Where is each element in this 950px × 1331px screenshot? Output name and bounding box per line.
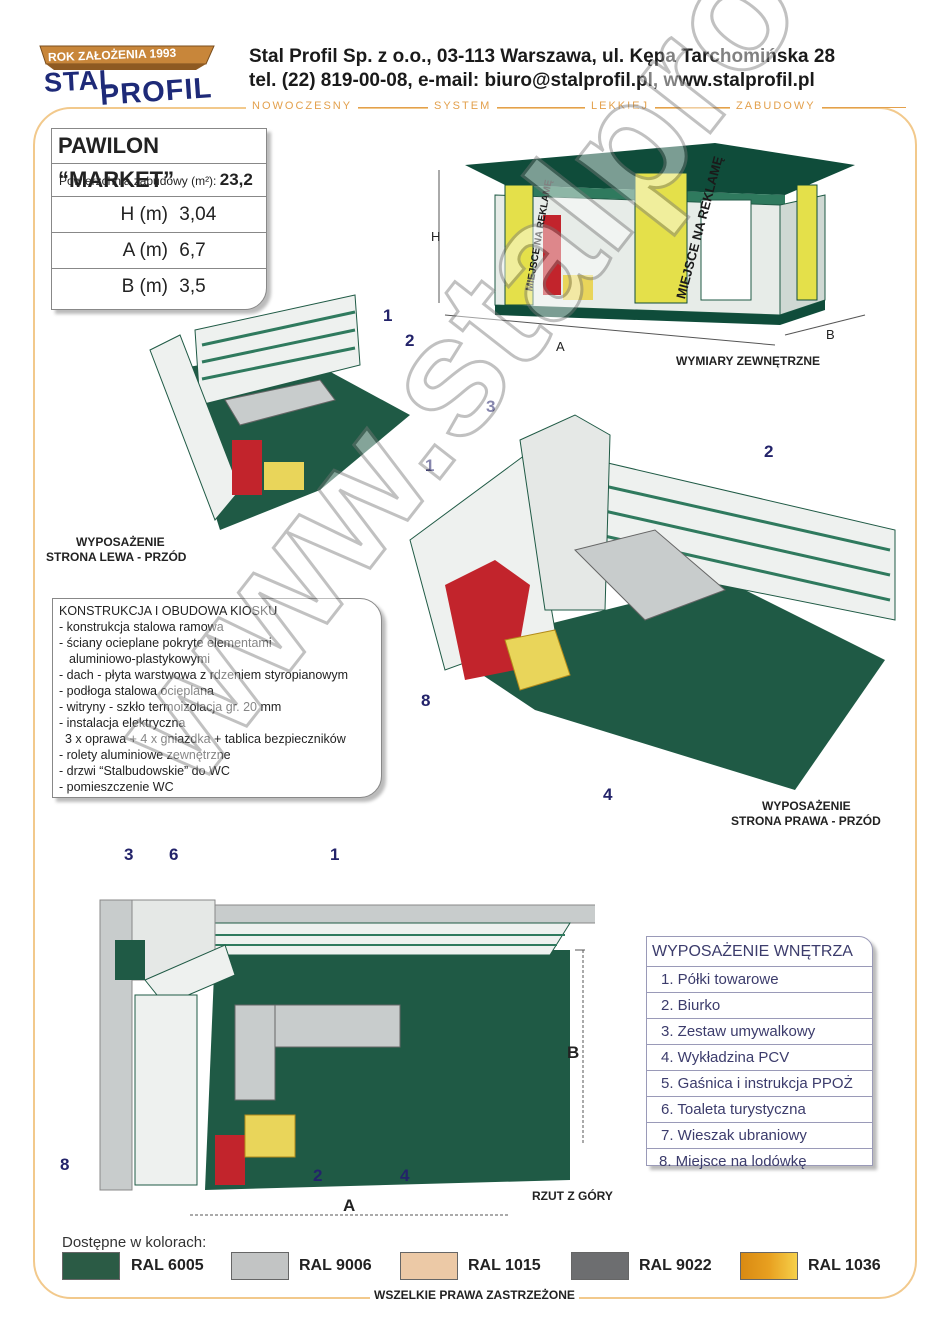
callout-number: 8 <box>421 691 431 710</box>
spec-label: A (m) <box>122 240 168 261</box>
callout-number: 1 <box>383 306 393 325</box>
right-view-caption-1: WYPOSAŻENIE <box>762 799 851 813</box>
dim-a-label: A <box>556 339 565 354</box>
equipment-item: 8. Miejsce na lodówkę <box>659 1153 807 1170</box>
callout-number: 6 <box>169 845 179 864</box>
spec-title: PAWILON “MARKET” <box>52 129 266 192</box>
construction-item: - rolety aluminiowe zewnętrzne <box>59 748 231 762</box>
equipment-item: 4. Wykładzina PCV <box>647 1045 872 1071</box>
plan-dim-a: A <box>343 1196 356 1215</box>
color-swatch <box>62 1252 120 1280</box>
color-swatch-label: RAL 6005 <box>131 1257 204 1274</box>
equipment-item: 7. Wieszak ubraniowy <box>647 1123 872 1149</box>
copyright-footer: WSZELKIE PRAWA ZASTRZEŻONE <box>370 1288 579 1302</box>
spec-area-label: Powierzchnia zabudowy (m²): <box>59 174 217 188</box>
tagline-word-1: NOWOCZESNY <box>246 100 359 112</box>
spec-row-b: B (m) 3,5 <box>52 269 266 304</box>
company-address: Stal Profil Sp. z o.o., 03-113 Warszawa,… <box>249 46 836 67</box>
equipment-title: WYPOSAŻENIE WNĘTRZA <box>647 937 872 967</box>
callout-number: 2 <box>764 442 774 461</box>
left-interior-illustration <box>149 294 410 530</box>
right-interior-illustration <box>409 414 896 790</box>
callout-number: 2 <box>313 1166 323 1185</box>
tagline-word-3: LEKKIEJ <box>585 100 656 112</box>
color-swatch-label: RAL 9006 <box>299 1257 372 1274</box>
spec-value: 6,7 <box>179 240 206 261</box>
equipment-item: 1. Półki towarowe <box>647 967 872 993</box>
callout-number: 1 <box>425 456 435 475</box>
construction-item: - dach - płyta warstwowa z rdzeniem styr… <box>59 668 348 682</box>
spec-row-a: A (m) 6,7 <box>52 233 266 269</box>
dim-h-label: H <box>431 229 441 244</box>
spec-label: B (m) <box>121 276 168 297</box>
color-swatch <box>231 1252 289 1280</box>
callout-number: 1 <box>330 845 340 864</box>
plan-view-illustration <box>99 899 595 1216</box>
equipment-item: 2. Biurko <box>647 993 872 1019</box>
spec-table: PAWILON “MARKET” Powierzchnia zabudowy (… <box>51 128 267 310</box>
callout-number: 2 <box>405 331 415 350</box>
color-swatch-label: RAL 1015 <box>468 1257 541 1274</box>
left-view-caption-2: STRONA LEWA - PRZÓD <box>46 550 187 564</box>
color-swatch-label: RAL 9022 <box>639 1257 712 1274</box>
color-swatch <box>400 1252 458 1280</box>
spec-area-value: 23,2 <box>219 170 253 189</box>
left-view-caption-1: WYPOSAŻENIE <box>76 535 165 549</box>
callout-number: 3 <box>124 845 134 864</box>
color-swatch-label: RAL 1036 <box>808 1257 881 1274</box>
equipment-item: 6. Toaleta turystyczna <box>647 1097 872 1123</box>
company-logo: ROK ZAŁOŻENIA 1993 STAL PROFIL <box>36 40 218 112</box>
construction-item: 3 x oprawa + 4 x gniazdka + tablica bezp… <box>65 732 346 746</box>
color-swatch <box>571 1252 629 1280</box>
spec-value: 3,5 <box>179 276 206 297</box>
right-view-caption-2: STRONA PRAWA - PRZÓD <box>731 814 881 828</box>
construction-item: - konstrukcja stalowa ramowa <box>59 620 224 634</box>
tagline-word-4: ZABUDOWY <box>730 100 822 112</box>
tagline-word-2: SYSTEM <box>428 100 498 112</box>
plan-caption: RZUT Z GÓRY <box>532 1189 613 1203</box>
equipment-list: WYPOSAŻENIE WNĘTRZA 1. Półki towarowe 2.… <box>646 936 873 1170</box>
exterior-caption: WYMIARY ZEWNĘTRZNE <box>676 354 820 368</box>
construction-notes: KONSTRUKCJA I OBUDOWA KIOSKU - konstrukc… <box>52 598 382 798</box>
construction-item: - instalacja elektryczna <box>59 716 186 730</box>
callout-number: 4 <box>400 1166 410 1185</box>
spec-label: H (m) <box>120 204 168 225</box>
construction-title: KONSTRUKCJA I OBUDOWA KIOSKU <box>59 604 278 618</box>
tagline-rule <box>246 107 906 108</box>
construction-item: - pomieszczenie WC <box>59 780 174 794</box>
logo-graphic <box>39 45 215 70</box>
spec-value: 3,04 <box>179 204 217 225</box>
spec-row-h: H (m) 3,04 <box>52 197 266 233</box>
construction-item: - drzwi “Stalbudowskie” do WC <box>59 764 230 778</box>
construction-item: - podłoga stalowa ocieplana <box>59 684 214 698</box>
equipment-item: 3. Zestaw umywalkowy <box>647 1019 872 1045</box>
construction-item: - witryny - szkło termoizolacja gr. 20 m… <box>59 700 282 714</box>
company-contact: tel. (22) 819-00-08, e-mail: biuro@stalp… <box>249 70 815 91</box>
spec-area-row: Powierzchnia zabudowy (m²): 23,2 <box>52 164 266 197</box>
color-swatch <box>740 1252 798 1280</box>
callout-number: 4 <box>603 785 613 804</box>
exterior-kiosk-illustration <box>438 143 866 346</box>
equipment-item: 5. Gaśnica i instrukcja PPOŻ <box>647 1071 872 1097</box>
construction-item: aluminiowo-plastykowymi <box>69 652 211 666</box>
callout-number: 8 <box>60 1155 70 1174</box>
callout-number: 3 <box>486 397 496 416</box>
dim-b-label: B <box>826 327 835 342</box>
plan-dim-b: B <box>567 1043 580 1062</box>
colors-label: Dostępne w kolorach: <box>62 1234 207 1251</box>
construction-item: - ściany ocieplane pokryte elementami <box>59 636 272 650</box>
